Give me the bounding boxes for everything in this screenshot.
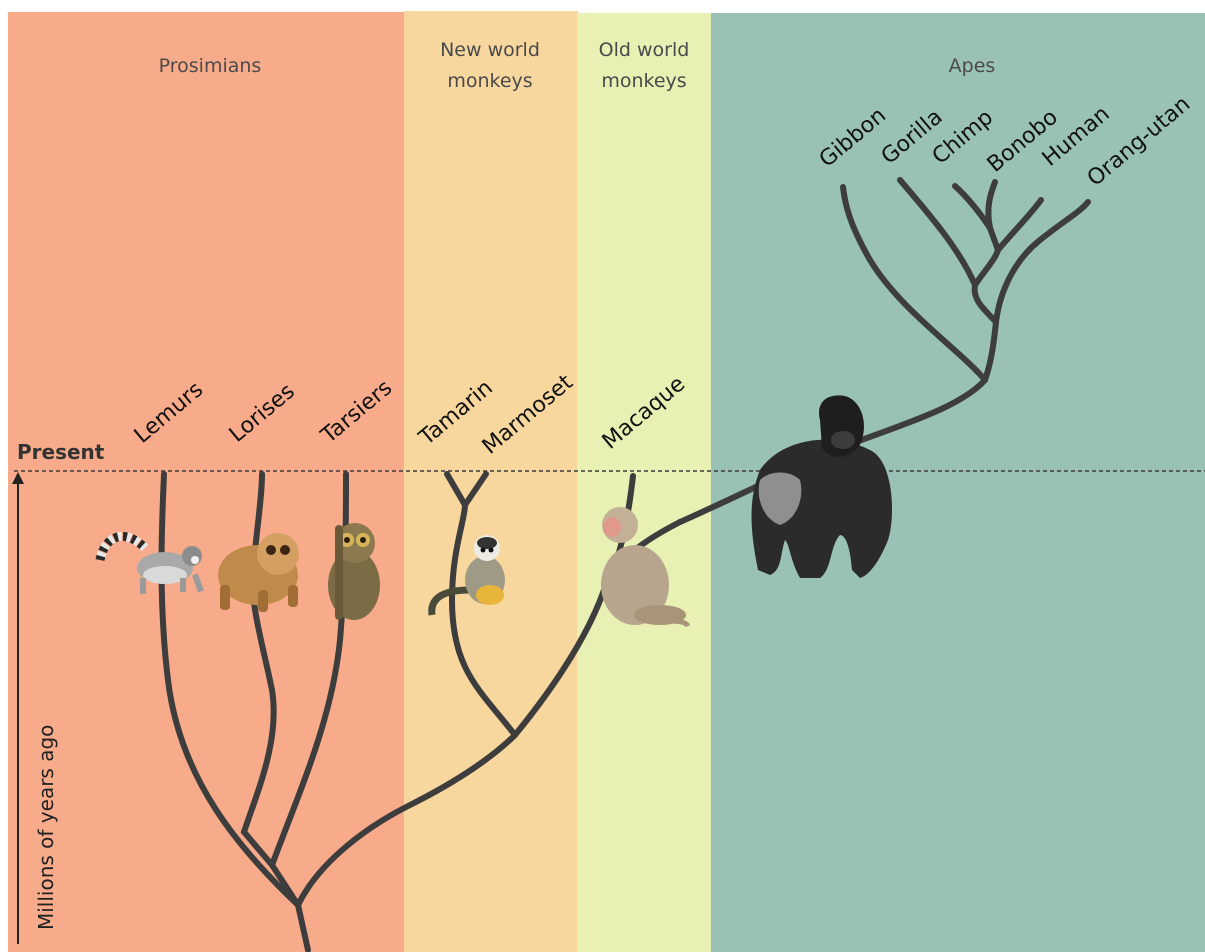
time-axis-label: Millions of years ago — [34, 725, 58, 930]
gorilla-illustration — [752, 395, 893, 578]
taxon-label-gibbon: Gibbon — [815, 103, 891, 173]
taxon-label-tarsiers: Tarsiers — [316, 375, 397, 449]
branch-tarsiers — [272, 474, 346, 865]
branch-great-apes — [985, 322, 996, 380]
branch-root — [298, 905, 308, 950]
branch-lorises — [244, 474, 274, 865]
branch-gibbon — [843, 187, 985, 380]
taxon-label-marmoset: Marmoset — [478, 370, 578, 460]
taxon-label-lorises: Lorises — [225, 379, 300, 448]
branch-african-apes — [975, 285, 996, 322]
lemur-illustration — [100, 536, 204, 594]
branch-anthropoids — [298, 735, 515, 905]
branch-pan — [990, 228, 998, 250]
tarsier-illustration — [328, 523, 380, 620]
branch-tamarin — [447, 474, 465, 505]
branch-orang-utan — [996, 202, 1088, 322]
branch-bonobo — [988, 182, 995, 228]
present-label: Present — [17, 440, 105, 464]
branch-marmoset — [465, 474, 486, 505]
squirrel-monkey-illustration — [432, 535, 505, 615]
taxon-label-macaque: Macaque — [598, 371, 690, 454]
taxon-label-lemurs: Lemurs — [130, 377, 208, 448]
branch-hominini — [975, 250, 998, 285]
branch-chimp — [955, 186, 990, 228]
